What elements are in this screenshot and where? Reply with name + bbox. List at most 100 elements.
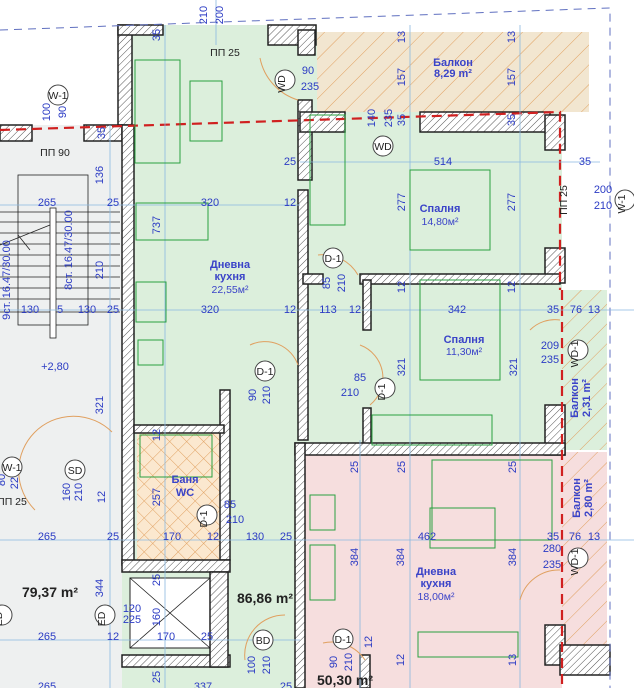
dimension-label: 277 bbox=[506, 193, 518, 211]
bathroom-floor bbox=[137, 432, 222, 560]
opening-tag: ED bbox=[96, 611, 108, 626]
dimension-label: 25 bbox=[201, 631, 213, 643]
dimension-label: 210 bbox=[594, 200, 612, 212]
dimension-label: 210 bbox=[94, 261, 106, 279]
dimension-label: 12 bbox=[349, 304, 361, 316]
dimension-label: 13 bbox=[588, 531, 600, 543]
dimension-label: 210 bbox=[261, 386, 273, 404]
opening-tag: W-1 bbox=[2, 462, 21, 474]
dimension-label: 25 bbox=[107, 197, 119, 209]
dimension-label: 35 bbox=[396, 114, 408, 126]
opening-tag: WD bbox=[374, 141, 392, 153]
dimension-label: 210 bbox=[341, 387, 359, 399]
dimension-label: 200 bbox=[594, 184, 612, 196]
opening-tag: D-1 bbox=[335, 634, 352, 646]
dimension-label: 235 bbox=[301, 81, 319, 93]
opening-tag: SD bbox=[68, 465, 83, 477]
opening-tag: W-1 bbox=[48, 90, 67, 102]
opening-tag: D-1 bbox=[325, 253, 342, 265]
balcony-name-right-2: Балкон bbox=[571, 478, 583, 518]
dimension-label: 25 bbox=[151, 671, 163, 683]
dimension-label: 35 bbox=[547, 531, 559, 543]
dimension-label: 342 bbox=[448, 304, 466, 316]
dimension-label: 320 bbox=[201, 197, 219, 209]
dimension-label: 337 bbox=[194, 681, 212, 688]
elevation-mark: +2,80 bbox=[41, 361, 69, 373]
dimension-label: 235 bbox=[383, 109, 395, 127]
dimension-label: 210 bbox=[336, 274, 348, 292]
dimension-label: 344 bbox=[94, 579, 106, 597]
apartment-area-bottom: 50,30 m² bbox=[317, 672, 373, 688]
opening-label: ПП 25 bbox=[558, 185, 570, 215]
opening-tag-circle bbox=[254, 360, 276, 382]
dimension-label: 85 bbox=[354, 372, 366, 384]
dimension-label: 12 bbox=[506, 281, 518, 293]
dimension-label: 384 bbox=[395, 548, 407, 566]
dimension-label: 170 bbox=[163, 531, 181, 543]
dimension-label: 160 bbox=[151, 608, 163, 626]
dimension-label: 25 bbox=[280, 531, 292, 543]
dimension-label: 210 bbox=[226, 514, 244, 526]
dimension-label: 384 bbox=[507, 548, 519, 566]
dimension-label: 25 bbox=[284, 156, 296, 168]
dimension-label: 130 bbox=[246, 531, 264, 543]
balcony-area-top: 8,29 m² bbox=[434, 68, 472, 80]
opening-tag-circle bbox=[94, 604, 116, 626]
room-name-living-2: кухня bbox=[421, 578, 452, 590]
dimension-label: 76 bbox=[570, 304, 582, 316]
staircase bbox=[0, 174, 120, 339]
apartment-area-main: 86,86 m² bbox=[237, 590, 293, 606]
furniture bbox=[134, 59, 553, 658]
dimension-label: 12 bbox=[396, 281, 408, 293]
room-name-living: Дневна bbox=[210, 259, 251, 271]
dimension-label: 321 bbox=[508, 358, 520, 376]
dimension-label: 321 bbox=[94, 396, 106, 414]
dimension-label: 25 bbox=[107, 531, 119, 543]
dimension-label: 277 bbox=[396, 193, 408, 211]
opening-tag-circle bbox=[1, 456, 23, 478]
dimension-label: 35 bbox=[547, 304, 559, 316]
dimension-label: 12 bbox=[284, 304, 296, 316]
dimension-label: 200 bbox=[214, 6, 226, 24]
room-name-bedroom-1: Спалня bbox=[420, 203, 461, 215]
dimension-label: 25 bbox=[107, 304, 119, 316]
dimension-label: 13 bbox=[507, 654, 519, 666]
opening-tag-circle bbox=[567, 339, 589, 361]
dimension-label: 157 bbox=[506, 68, 518, 86]
dimension-label: 35 bbox=[151, 29, 163, 41]
opening-tag: D-1 bbox=[376, 383, 388, 400]
stair-label: 8ст. 16.47/30.00 bbox=[63, 210, 75, 290]
dimension-label: 210 bbox=[261, 656, 273, 674]
apartment-area-left: 79,37 m² bbox=[22, 584, 78, 600]
outline-dashed bbox=[0, 7, 611, 688]
opening-tag-circle bbox=[332, 628, 354, 650]
dimension-label: 265 bbox=[38, 197, 56, 209]
opening-tag-circle bbox=[614, 189, 634, 211]
dimension-label: 100 bbox=[246, 656, 258, 674]
balcony-name-right-1: Балкон bbox=[569, 378, 581, 418]
dimension-label: 35 bbox=[96, 127, 108, 139]
opening-tag: D-1 bbox=[257, 366, 274, 378]
opening-tag: WD-1 bbox=[569, 548, 581, 575]
property-boundary bbox=[0, 110, 564, 688]
opening-tag: ED bbox=[0, 611, 5, 626]
room-name-living: кухня bbox=[215, 271, 246, 283]
elevator-cross bbox=[129, 577, 211, 649]
dimension-label: 210 bbox=[198, 6, 210, 24]
opening-tag-circle bbox=[47, 84, 69, 106]
opening-tag-circle bbox=[274, 69, 296, 91]
dimension-label: 209 bbox=[541, 340, 559, 352]
left-apartment-area bbox=[0, 125, 122, 688]
dimension-label: 265 bbox=[38, 681, 56, 688]
dimension-label: 235 bbox=[541, 354, 559, 366]
dimension-label: 90 bbox=[328, 656, 340, 668]
room-area-bedroom-1: 14,80м² bbox=[422, 216, 459, 228]
dimension-label: 257 bbox=[151, 488, 163, 506]
dimension-label: 265 bbox=[38, 631, 56, 643]
dimension-label: 514 bbox=[434, 156, 452, 168]
room-area-living: 22,55м² bbox=[212, 284, 249, 296]
dimension-label: 80 bbox=[0, 474, 8, 486]
dimension-label: 130 bbox=[21, 304, 39, 316]
dimension-label: 90 bbox=[57, 106, 69, 118]
